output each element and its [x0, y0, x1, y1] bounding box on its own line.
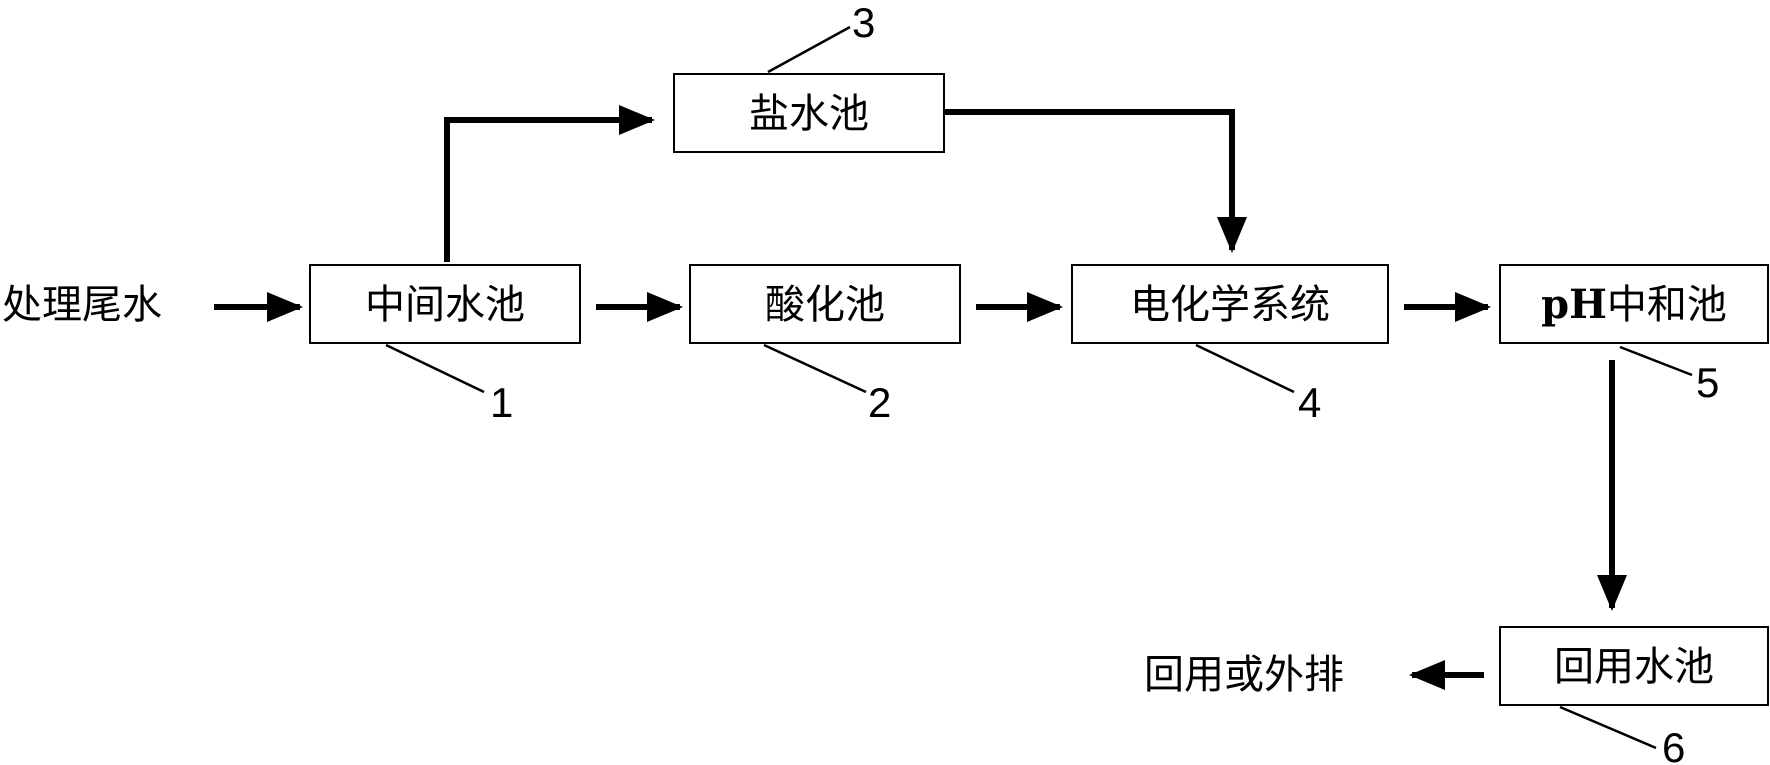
- box-reuse-pool: 回用水池: [1499, 626, 1769, 706]
- leader-line-6: [1559, 705, 1657, 750]
- number-label-2: 2: [868, 379, 891, 426]
- box-intermediate-pool-label: 中间水池: [365, 282, 525, 328]
- box-intermediate-pool: 中间水池: [309, 264, 581, 344]
- box-brine-pool-label: 盐水池: [749, 91, 869, 137]
- output-label: 回用或外排: [1144, 652, 1344, 698]
- leader-line-4: [1195, 343, 1295, 394]
- box-electrochemical-system: 电化学系统: [1071, 264, 1389, 344]
- box-ph-neutralization-pool-label: pH中和池: [1541, 281, 1727, 328]
- number-label-4: 4: [1298, 379, 1321, 426]
- box-reuse-pool-label: 回用水池: [1554, 644, 1714, 690]
- leader-line-1: [385, 343, 485, 394]
- number-label-6: 6: [1662, 724, 1685, 765]
- box-acidification-pool: 酸化池: [689, 264, 961, 344]
- box-ph-neutralization-pool: pH中和池: [1499, 264, 1769, 344]
- ph-prefix: pH: [1541, 281, 1607, 328]
- input-label: 处理尾水: [2, 282, 162, 328]
- leader-line-2: [763, 343, 867, 394]
- ph-suffix: 中和池: [1607, 282, 1727, 328]
- leader-line-5: [1619, 345, 1693, 377]
- number-label-5: 5: [1696, 359, 1719, 406]
- arrow-intermediate-to-brine: [444, 105, 655, 262]
- box-electrochemical-system-label: 电化学系统: [1130, 282, 1330, 328]
- box-brine-pool: 盐水池: [673, 73, 945, 153]
- arrow-brine-to-electrochemical: [944, 109, 1247, 253]
- box-acidification-pool-label: 酸化池: [765, 282, 885, 328]
- leader-line-3: [767, 25, 851, 74]
- number-label-3: 3: [852, 0, 875, 46]
- number-label-1: 1: [490, 379, 513, 426]
